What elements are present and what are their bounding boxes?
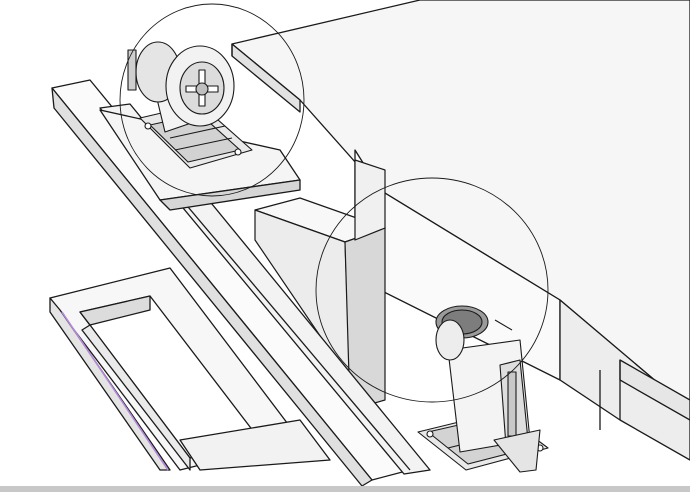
headstock-focus-circle (119, 3, 305, 197)
inner-rail-channel (229, 159, 386, 411)
viewport-bottom-border (0, 486, 690, 492)
base-frame (49, 267, 331, 471)
tailstock-focus-circle (315, 177, 549, 403)
headstock-chuck-assembly (127, 41, 253, 169)
tailstock-assembly (417, 305, 549, 473)
worktable-platform (231, 0, 690, 461)
